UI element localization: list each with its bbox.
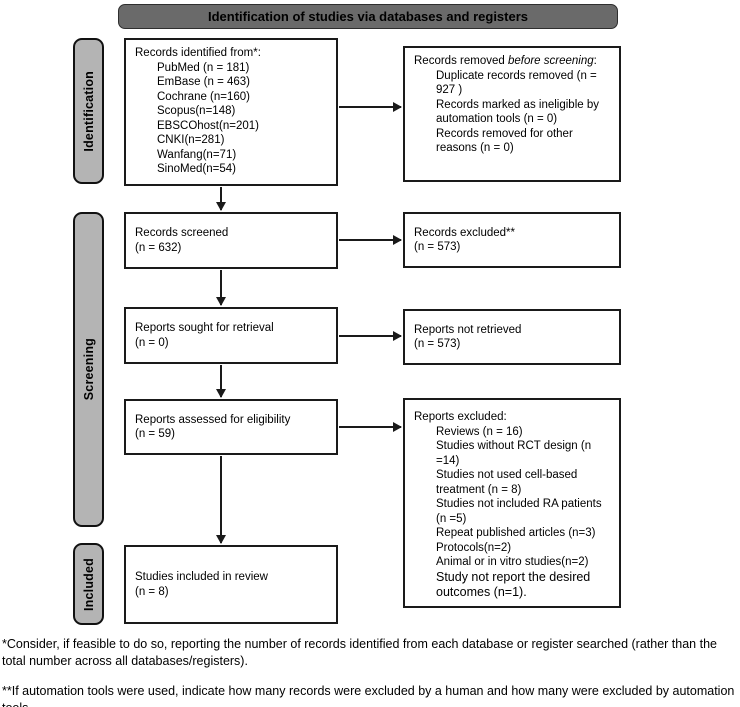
box-label: Reports assessed for eligibility [135,413,291,426]
list-item: CNKI(n=281) [157,134,225,146]
arrow-down-sought-to-assessed-icon [216,365,225,398]
records-removed-list: Duplicate records removed (n = 927 )Reco… [414,69,614,156]
list-item: Wanfang(n=71) [157,148,237,161]
stage-identification-label: Identification [81,70,96,152]
arrow-right-screened-to-excluded-icon [339,235,402,244]
box-label: Reports sought for retrieval [135,322,274,334]
list-item: SinoMed(n=54) [157,163,236,175]
reports-excluded-list: Reviews (n = 16) Studies without RCT desi… [414,425,614,601]
stage-screening-label: Screening [81,338,96,401]
records-removed-box: Records removed before screening: Duplic… [403,46,621,182]
box-count: (n = 8) [135,585,169,598]
box-title-suffix: : [593,55,597,67]
list-item: Duplicate records removed (n = 927 ) [436,69,597,97]
list-item: Records removed for other reasons (n = 0… [436,127,573,155]
box-label: Reports not retrieved [414,323,522,336]
footnotes: *Consider, if feasible to do so, reporti… [2,636,739,707]
list-item: EBSCOhost(n=201) [157,119,259,132]
box-count: (n = 59) [135,428,175,440]
arrow-down-screened-to-sought-icon [216,270,225,306]
stage-screening: Screening [73,212,104,527]
list-item: Records marked as ineligible by automati… [436,98,599,126]
arrow-down-assessed-to-included-icon [216,456,225,544]
arrow-right-assessed-to-excluded-icon [339,422,402,431]
list-item: Studies without RCT design (n =14) [436,440,592,467]
box-count: (n = 573) [414,338,461,350]
records-identified-list: PubMed (n = 181) EmBase (n = 463) Cochrane… [135,61,331,177]
records-screened-box: Records screened (n = 632) [124,212,338,269]
box-title-italic: before screening [507,55,594,67]
list-item: Study not report the desired outcomes (n… [436,569,591,600]
box-label: Records screened [135,227,229,239]
list-item: Repeat published articles (n=3) [436,527,596,539]
records-excluded-box: Records excluded** (n = 573) [403,212,621,268]
studies-included-box: Studies included in review (n = 8) [124,545,338,624]
reports-not-retrieved-box: Reports not retrieved (n = 573) [403,309,621,365]
stage-identification: Identification [73,38,104,184]
box-count: (n = 632) [135,241,182,254]
stage-included: Included [73,543,104,625]
records-identified-box: Records identified from*: PubMed (n = 18… [124,38,338,186]
list-item: Studies not used cell-based treatment (n… [436,469,578,496]
reports-sought-box: Reports sought for retrieval (n = 0) [124,307,338,364]
arrow-right-identified-to-removed-icon [339,102,402,111]
banner-title: Identification of studies via databases … [118,4,618,29]
arrow-down-identified-to-screened-icon [216,187,225,211]
box-count: (n = 0) [135,336,169,349]
list-item: EmBase (n = 463) [157,76,251,88]
list-item: Reviews (n = 16) [436,425,523,438]
stage-included-label: Included [81,557,96,611]
list-item: Protocols(n=2) [436,541,512,554]
list-item: Scopus(n=148) [157,105,236,117]
box-title: Records identified from*: [135,47,261,59]
box-title-prefix: Records removed [414,55,508,67]
box-label: Records excluded** [414,226,516,239]
reports-assessed-box: Reports assessed for eligibility (n = 59… [124,399,338,455]
arrow-right-sought-to-not-retrieved-icon [339,331,402,340]
box-count: (n = 573) [414,241,461,253]
footnote-double-asterisk: **If automation tools were used, indicat… [2,684,735,707]
list-item: Studies not included RA patients (n =5) [436,498,602,525]
box-label: Studies included in review [135,571,268,583]
list-item: PubMed (n = 181) [157,61,250,74]
footnote-asterisk: *Consider, if feasible to do so, reporti… [2,637,717,668]
banner-title-text: Identification of studies via databases … [207,9,529,24]
list-item: Cochrane (n=160) [157,90,251,103]
box-title: Records removed before screening: [414,54,614,69]
reports-excluded-box: Reports excluded: Reviews (n = 16) Studie… [403,398,621,608]
box-title: Reports excluded: [414,411,507,423]
list-item: Animal or in vitro studies(n=2) [436,556,589,568]
